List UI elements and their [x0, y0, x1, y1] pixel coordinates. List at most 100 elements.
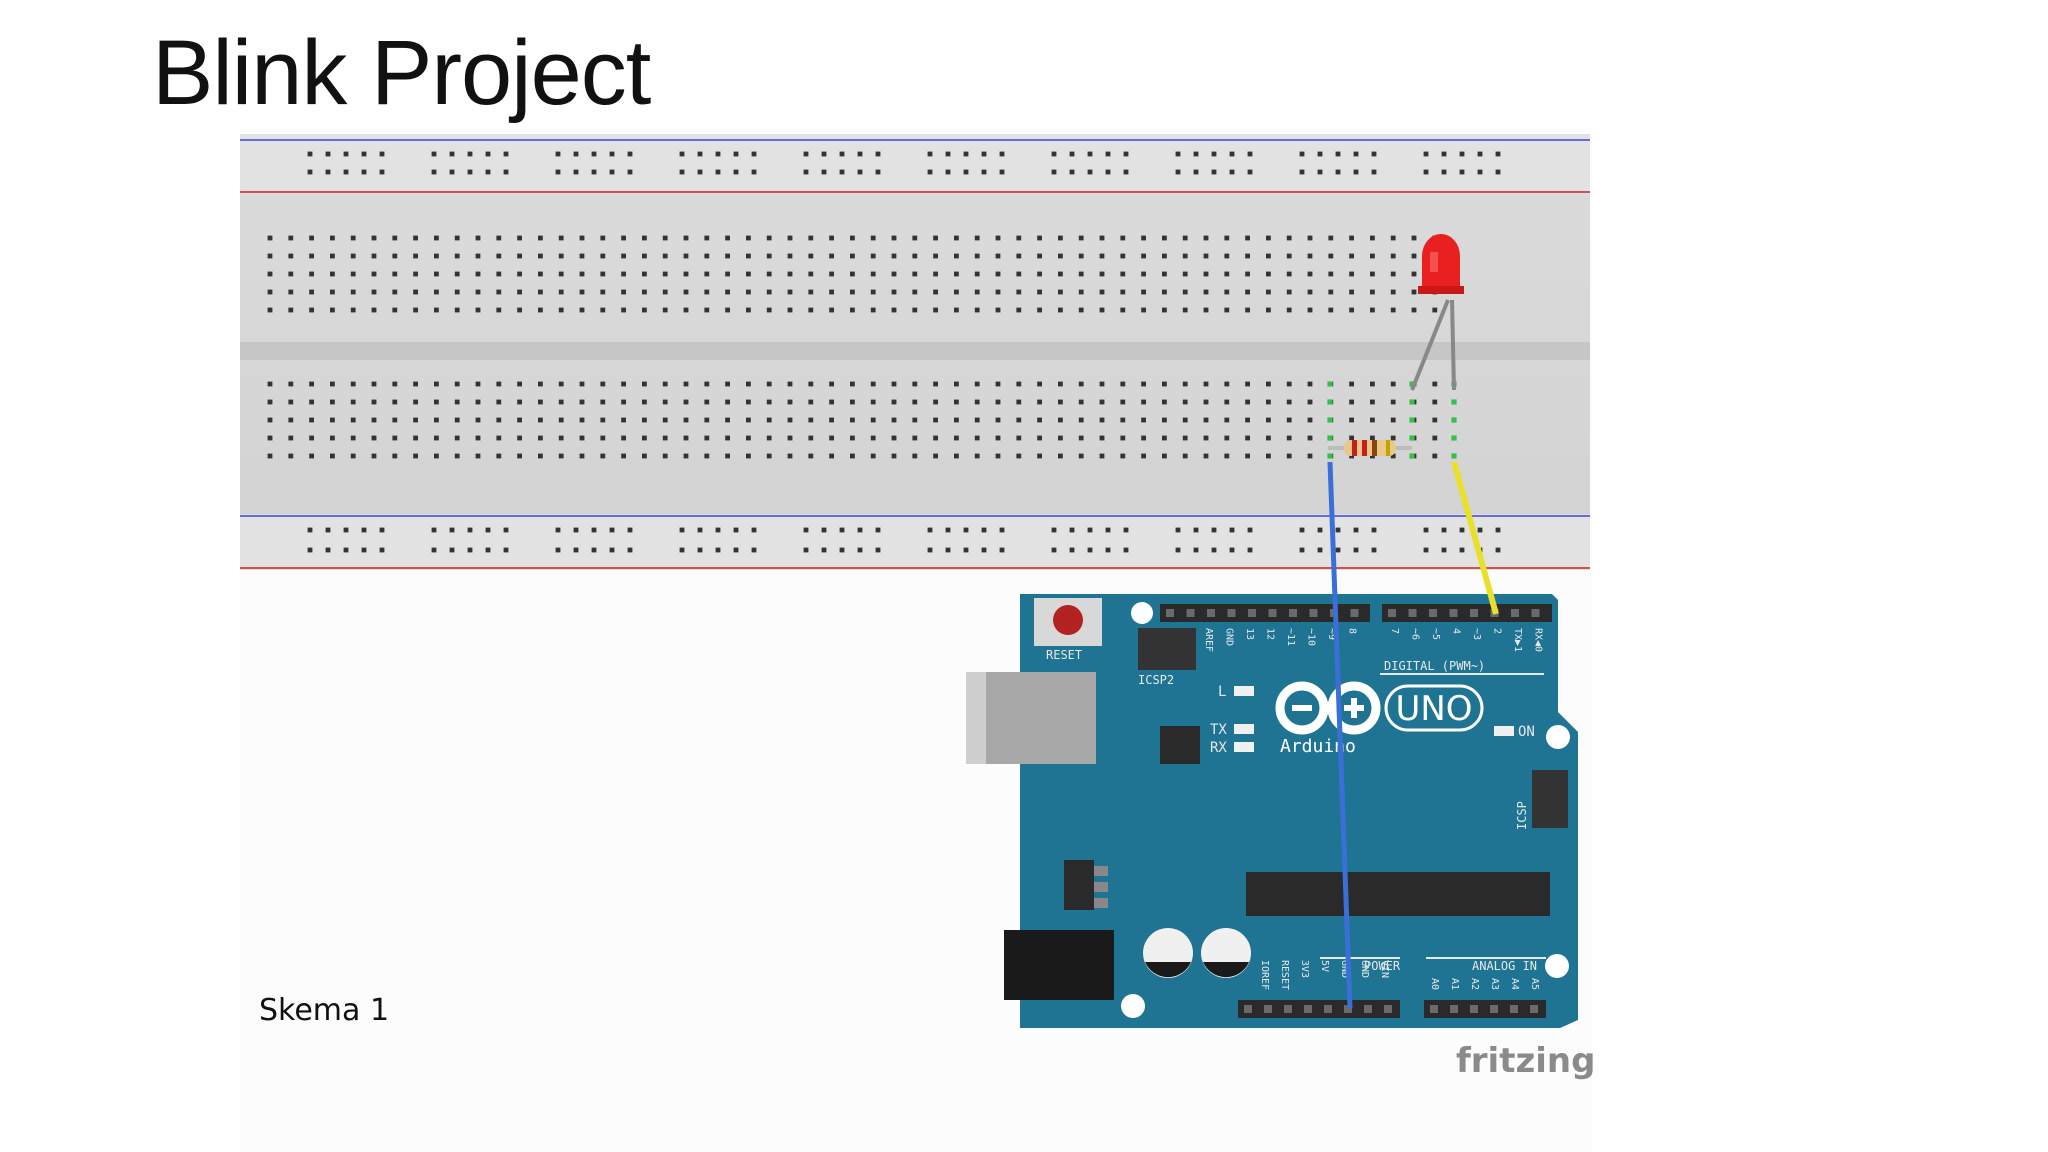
breadboard-hole [1037, 271, 1042, 277]
breadboard-hole [330, 253, 335, 259]
breadboard-hole [1162, 435, 1167, 441]
breadboard-hole [288, 417, 294, 423]
header-pin [1429, 609, 1437, 617]
rail-hole [697, 151, 703, 157]
breadboard-hole [496, 381, 502, 387]
breadboard-hole [309, 453, 314, 459]
breadboard-hole [1411, 307, 1417, 313]
rail-hole [1477, 151, 1483, 157]
rail-hole [1299, 547, 1305, 553]
breadboard-hole [1182, 253, 1188, 259]
breadboard-hole [1016, 453, 1022, 459]
rail-hole [1087, 151, 1093, 157]
rail-hole [1123, 547, 1129, 553]
breadboard-hole [725, 399, 730, 405]
rail-hole [1317, 547, 1323, 553]
rail-hole [1211, 547, 1217, 553]
breadboard-hole [704, 289, 710, 295]
breadboard-hole [1328, 253, 1334, 259]
rail-hole [857, 527, 863, 533]
breadboard-hole [1307, 235, 1313, 241]
breadboard-hole [1078, 289, 1084, 295]
breadboard-hole [1120, 453, 1126, 459]
breadboard-hole [392, 453, 398, 459]
breadboard-hole [496, 307, 502, 313]
breadboard-hole [1432, 417, 1438, 423]
rail-hole [803, 547, 809, 553]
breadboard-hole [954, 399, 959, 405]
breadboard-hole [1162, 307, 1167, 313]
rail-hole [1247, 151, 1253, 157]
breadboard-hole [517, 417, 522, 423]
breadboard-hole [288, 253, 294, 259]
rail-hole [679, 547, 685, 553]
breadboard-hole [829, 435, 834, 441]
header-pin [1449, 609, 1458, 617]
breadboard-hole [1099, 289, 1105, 295]
breadboard-hole [267, 253, 273, 259]
breadboard-hole [995, 453, 1001, 459]
breadboard-hole [496, 271, 502, 277]
breadboard-hole [766, 253, 772, 259]
breadboard-hole [1266, 453, 1271, 459]
breadboard-hole [600, 453, 606, 459]
breadboard-hole [1224, 253, 1230, 259]
digital-pin-label: 2 [1492, 628, 1503, 634]
breadboard-hole [558, 253, 564, 259]
breadboard-hole [350, 289, 356, 295]
breadboard-hole [1266, 271, 1271, 277]
highlight-hole [1327, 417, 1333, 423]
breadboard-hole [808, 289, 814, 295]
breadboard-hole [1349, 381, 1354, 387]
rail-hole [1247, 527, 1253, 533]
rail-hole [803, 151, 809, 157]
breadboard-hole [1037, 381, 1042, 387]
breadboard-hole [891, 271, 897, 277]
rail-hole [1051, 547, 1057, 553]
breadboard-hole [579, 453, 585, 459]
rail-hole [1441, 547, 1447, 553]
header-pin [1470, 609, 1478, 617]
breadboard-hole [413, 453, 418, 459]
rail-hole [1051, 151, 1057, 157]
breadboard-hole [933, 435, 938, 441]
rail-hole [1087, 169, 1093, 175]
breadboard-hole [974, 381, 980, 387]
breadboard-hole [1078, 235, 1084, 241]
rail-hole [609, 169, 615, 175]
rail-hole [945, 169, 951, 175]
rail-hole [839, 151, 845, 157]
breadboard-hole [912, 307, 918, 313]
breadboard-hole [662, 399, 668, 405]
digital-pin-label: ~9 [1326, 628, 1337, 640]
breadboard-hole [1286, 235, 1292, 241]
breadboard-hole [371, 399, 377, 405]
breadboard-hole [1390, 381, 1396, 387]
breadboard-hole [558, 307, 564, 313]
rail-hole [1441, 527, 1447, 533]
power-pin-label: GND [1359, 960, 1370, 978]
rail-hole [875, 169, 881, 175]
breadboard-hole [974, 435, 980, 441]
breadboard-hole [870, 235, 876, 241]
breadboard-hole [1182, 307, 1188, 313]
breadboard-hole [850, 399, 855, 405]
rail-hole [343, 547, 349, 553]
breadboard-hole [454, 235, 460, 241]
power-label: POWER [1364, 959, 1401, 973]
header-pin [1408, 609, 1417, 617]
breadboard-hole [1058, 271, 1063, 277]
breadboard-hole [850, 253, 855, 259]
rail-hole [715, 527, 721, 533]
breadboard-hole [1037, 435, 1042, 441]
breadboard-hole [1432, 307, 1438, 313]
rail-hole [609, 151, 615, 157]
analog-pin-label: A3 [1489, 978, 1500, 990]
icsp-header [1532, 770, 1568, 828]
breadboard-hole [766, 307, 772, 313]
breadboard-hole [746, 453, 751, 459]
breadboard-hole [662, 381, 668, 387]
breadboard-hole [704, 253, 710, 259]
breadboard-hole [267, 417, 273, 423]
